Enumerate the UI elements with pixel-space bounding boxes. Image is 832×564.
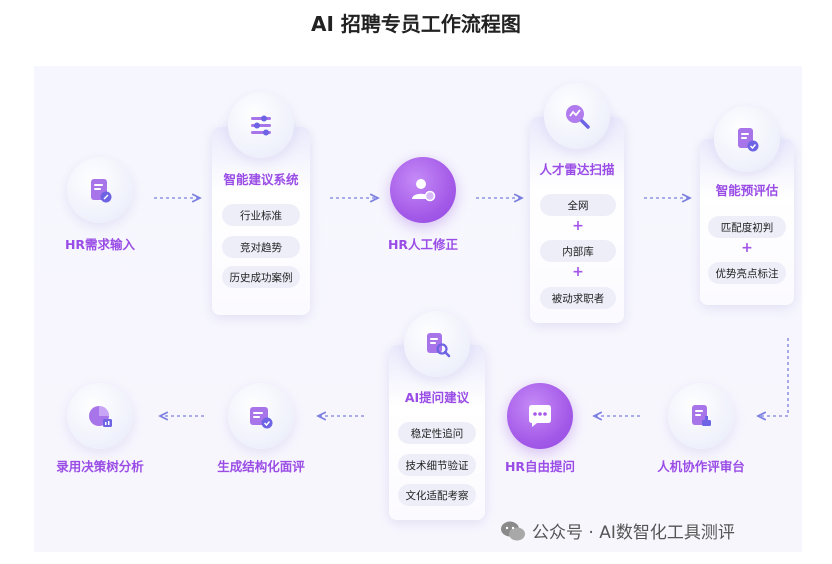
pill-smart-suggest-1: 竞对趋势 <box>222 236 300 258</box>
node-ai-question[interactable] <box>404 311 470 377</box>
arrow-eval-to-review <box>758 338 789 416</box>
search-chart-icon <box>566 105 590 129</box>
label-hr-free-question: HR自由提问 <box>504 459 576 474</box>
node-hr-input[interactable] <box>67 157 133 223</box>
card-title-smart-suggest: 智能建议系统 <box>223 172 299 187</box>
pill-ai-question-2: 文化适配考察 <box>398 484 476 506</box>
page-title: AI 招聘专员工作流程图 <box>311 12 521 36</box>
node-human-machine-review[interactable] <box>668 383 734 449</box>
node-hr-free-question[interactable] <box>507 383 573 449</box>
watermark-text: 公众号 · AI数智化工具测评 <box>532 523 735 543</box>
node-hr-correct[interactable] <box>390 157 456 223</box>
pie-chart-icon <box>89 406 112 427</box>
node-hiring-decision[interactable] <box>67 383 133 449</box>
watermark: 公众号 · AI数智化工具测评 <box>500 518 735 543</box>
card-smart-suggest: 智能建议系统 行业标准 竞对趋势 历史成功案例 <box>212 127 310 315</box>
card-title-ai-question: AI提问建议 <box>404 390 470 405</box>
pill-smart-suggest-0: 行业标准 <box>222 204 300 226</box>
plus-talent-radar-0: + <box>572 218 584 234</box>
plus-smart-eval: + <box>741 240 753 256</box>
chat-bubble-icon <box>529 405 551 427</box>
pill-ai-question-1: 技术细节验证 <box>398 454 476 476</box>
plus-talent-radar-1: + <box>572 264 584 280</box>
doc-check-icon <box>738 128 759 152</box>
label-hiring-decision: 录用决策树分析 <box>56 459 144 474</box>
pill-smart-eval-1: 优势亮点标注 <box>708 262 786 284</box>
pill-ai-question-0: 稳定性追问 <box>398 422 476 444</box>
wechat-icon <box>501 521 525 540</box>
doc-stamp-icon <box>692 405 711 426</box>
pill-talent-radar-0: 全网 <box>540 194 616 216</box>
card-title-talent-radar: 人才雷达扫描 <box>539 162 615 177</box>
form-pen-icon <box>91 179 112 203</box>
pill-talent-radar-2: 被动求职者 <box>540 287 616 309</box>
pill-smart-eval-0: 匹配度初判 <box>708 216 786 238</box>
label-human-machine-review: 人机协作评审台 <box>657 459 745 474</box>
node-structured-interview[interactable] <box>228 383 294 449</box>
card-check-icon <box>250 407 273 429</box>
pill-smart-suggest-2: 历史成功案例 <box>222 266 300 288</box>
user-gear-icon <box>412 179 436 202</box>
card-talent-radar: 人才雷达扫描 全网 + 内部库 + 被动求职者 <box>530 117 624 323</box>
node-smart-eval[interactable] <box>714 106 780 172</box>
card-title-smart-eval: 智能预评估 <box>715 183 779 198</box>
pill-talent-radar-1: 内部库 <box>540 240 616 262</box>
label-hr-correct: HR人工修正 <box>387 237 459 252</box>
node-smart-suggest[interactable] <box>228 92 294 158</box>
sliders-icon <box>251 115 271 136</box>
node-talent-radar[interactable] <box>544 83 610 149</box>
doc-search-icon <box>427 333 451 358</box>
label-structured-interview: 生成结构化面评 <box>217 459 305 474</box>
label-hr-input: HR需求输入 <box>64 237 136 252</box>
